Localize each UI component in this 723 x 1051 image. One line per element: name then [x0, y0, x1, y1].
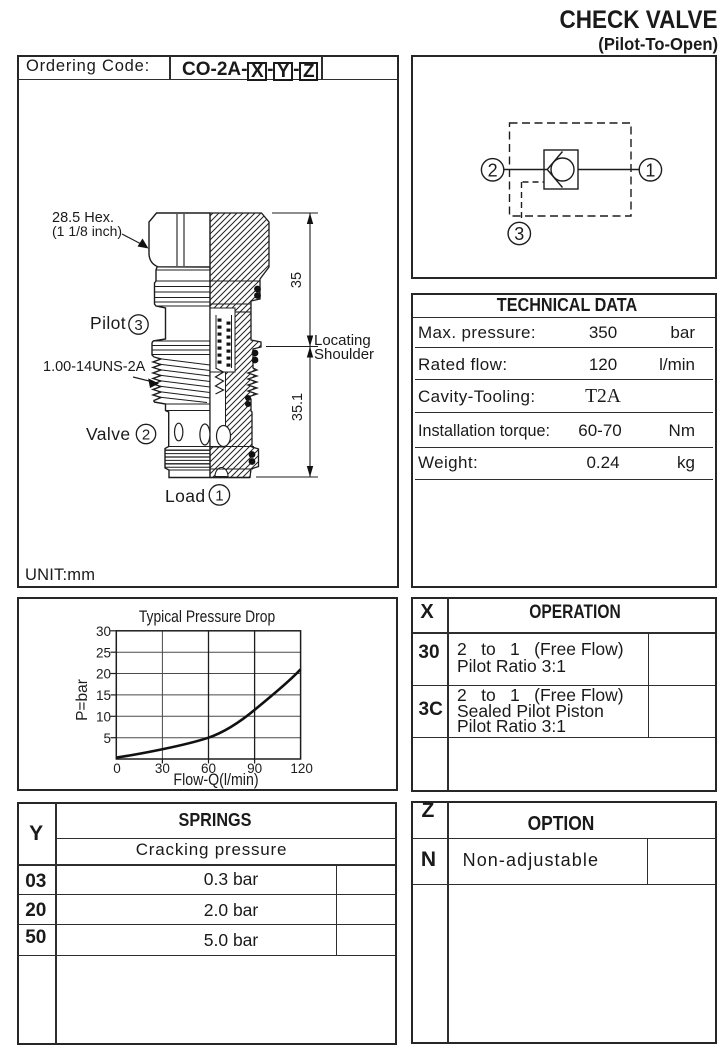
svg-text:2: 2	[488, 160, 498, 180]
svg-text:P=bar: P=bar	[74, 679, 91, 721]
svg-text:10: 10	[96, 710, 111, 725]
svg-text:1: 1	[215, 487, 223, 504]
svg-text:1: 1	[645, 160, 655, 180]
svg-text:15: 15	[96, 688, 111, 703]
svg-text:35: 35	[289, 272, 305, 288]
svg-text:90: 90	[247, 761, 262, 776]
svg-text:60: 60	[201, 761, 216, 776]
svg-text:25: 25	[96, 645, 111, 660]
svg-text:3: 3	[514, 224, 524, 244]
svg-text:0: 0	[113, 761, 121, 776]
svg-text:120: 120	[290, 761, 313, 776]
svg-text:20: 20	[96, 667, 111, 682]
svg-text:3: 3	[134, 317, 142, 334]
svg-text:5: 5	[103, 731, 111, 746]
svg-text:30: 30	[96, 624, 111, 639]
svg-text:2: 2	[142, 427, 150, 444]
svg-text:35.1: 35.1	[290, 393, 306, 421]
svg-text:30: 30	[155, 761, 170, 776]
